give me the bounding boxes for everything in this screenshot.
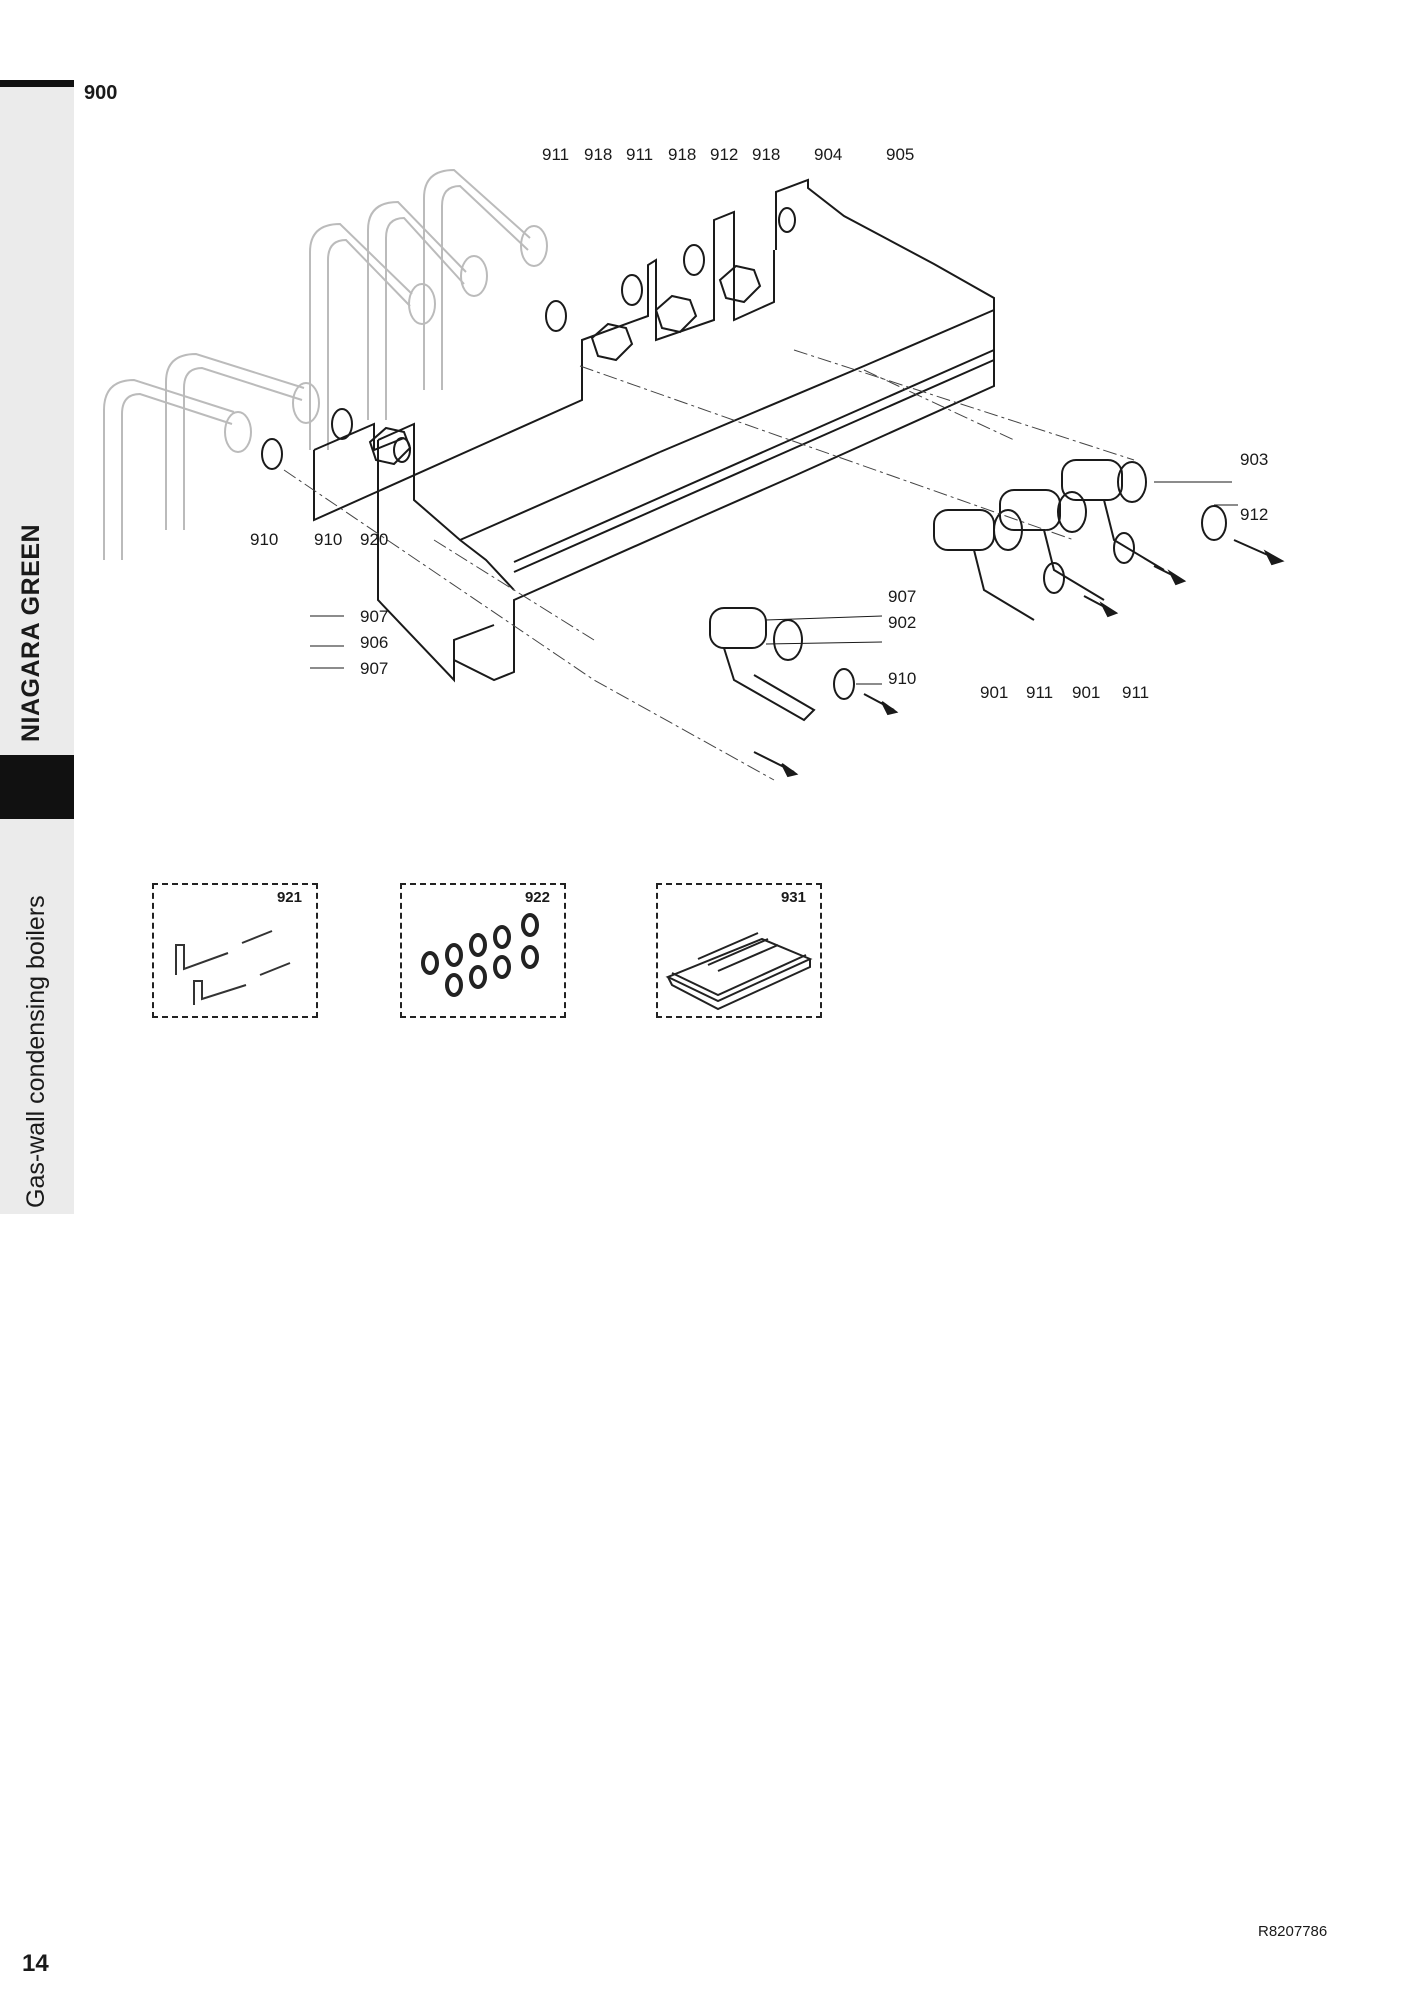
kit-label-931: 931 bbox=[780, 889, 806, 906]
callout-907-left-top: 907 bbox=[360, 607, 388, 626]
flow-arrows bbox=[753, 539, 1285, 778]
callout-901-a: 901 bbox=[980, 683, 1008, 702]
sidebar-top-bar bbox=[0, 80, 74, 87]
callout-911-b: 911 bbox=[626, 145, 653, 164]
callout-910-a: 910 bbox=[250, 530, 278, 549]
callout-903: 903 bbox=[1240, 450, 1268, 469]
callout-907-left-bottom: 907 bbox=[360, 659, 388, 678]
callout-912-b: 912 bbox=[1240, 505, 1268, 524]
ghost-pipes bbox=[103, 168, 548, 560]
brand-title: NIAGARA GREEN bbox=[17, 523, 45, 742]
leader-lines bbox=[310, 481, 1238, 685]
kit-922: 922 bbox=[400, 883, 566, 1018]
callout-907-center: 907 bbox=[888, 587, 916, 606]
callout-920: 920 bbox=[360, 530, 388, 549]
callout-911-c: 911 bbox=[1026, 683, 1053, 702]
assembly-lines bbox=[283, 349, 1135, 781]
callout-910-b: 910 bbox=[314, 530, 342, 549]
document-code: R8207786 bbox=[1258, 1923, 1328, 1940]
exploded-parts-diagram: 911 918 911 918 912 918 904 905 910 910 … bbox=[103, 145, 1285, 781]
callout-910-center: 910 bbox=[888, 669, 916, 688]
callout-918-a: 918 bbox=[584, 145, 612, 164]
nuts-and-seals bbox=[261, 244, 762, 470]
callout-902: 902 bbox=[888, 613, 916, 632]
sidebar-band bbox=[0, 80, 74, 1214]
instruction-booklet-icon bbox=[665, 932, 813, 1011]
callout-904: 904 bbox=[814, 145, 842, 164]
page-number: 14 bbox=[22, 1950, 49, 1977]
callout-912-a: 912 bbox=[710, 145, 738, 164]
category-title: Gas-wall condensing boilers bbox=[22, 895, 50, 1208]
taps-and-valves bbox=[709, 459, 1227, 722]
callout-905: 905 bbox=[886, 145, 914, 164]
kit-label-922: 922 bbox=[524, 889, 550, 906]
callout-918-c: 918 bbox=[752, 145, 780, 164]
sidebar-marker-block bbox=[0, 755, 74, 819]
callout-911-a: 911 bbox=[542, 145, 569, 164]
callout-911-d: 911 bbox=[1122, 683, 1149, 702]
callout-906: 906 bbox=[360, 633, 388, 652]
kit-label-921: 921 bbox=[276, 889, 302, 906]
seal-rings-icon bbox=[421, 913, 539, 997]
kit-931: 931 bbox=[656, 883, 822, 1018]
callout-901-b: 901 bbox=[1072, 683, 1100, 702]
wall-hooks-and-plugs-icon bbox=[175, 930, 291, 1005]
kit-921: 921 bbox=[152, 883, 318, 1018]
callout-918-b: 918 bbox=[668, 145, 696, 164]
section-number: 900 bbox=[84, 82, 118, 104]
mounting-bracket bbox=[313, 178, 995, 683]
